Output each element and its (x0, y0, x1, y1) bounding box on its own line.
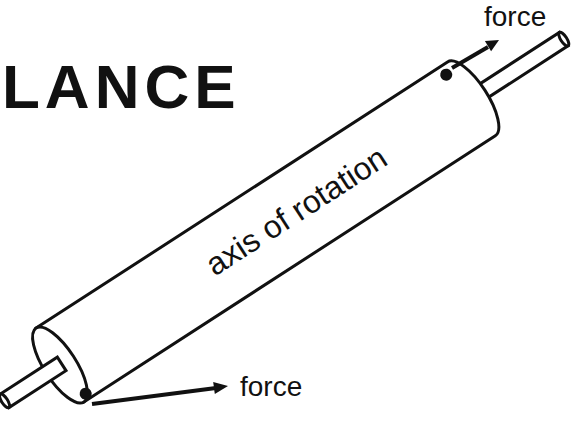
shaft-end (0, 393, 11, 410)
arrow-head (213, 382, 228, 394)
shaft-end (557, 31, 571, 48)
force-label: force (240, 372, 302, 403)
force-point (438, 66, 455, 83)
force-arrow (452, 47, 488, 68)
heading-fragment: LANCE (2, 56, 241, 118)
axis-label: axis of rotation (200, 141, 394, 284)
force-arrow (92, 388, 216, 404)
left-shaft (0, 357, 66, 407)
force-label: force (484, 2, 546, 33)
force-point (77, 385, 94, 402)
arrow-head (485, 40, 499, 51)
